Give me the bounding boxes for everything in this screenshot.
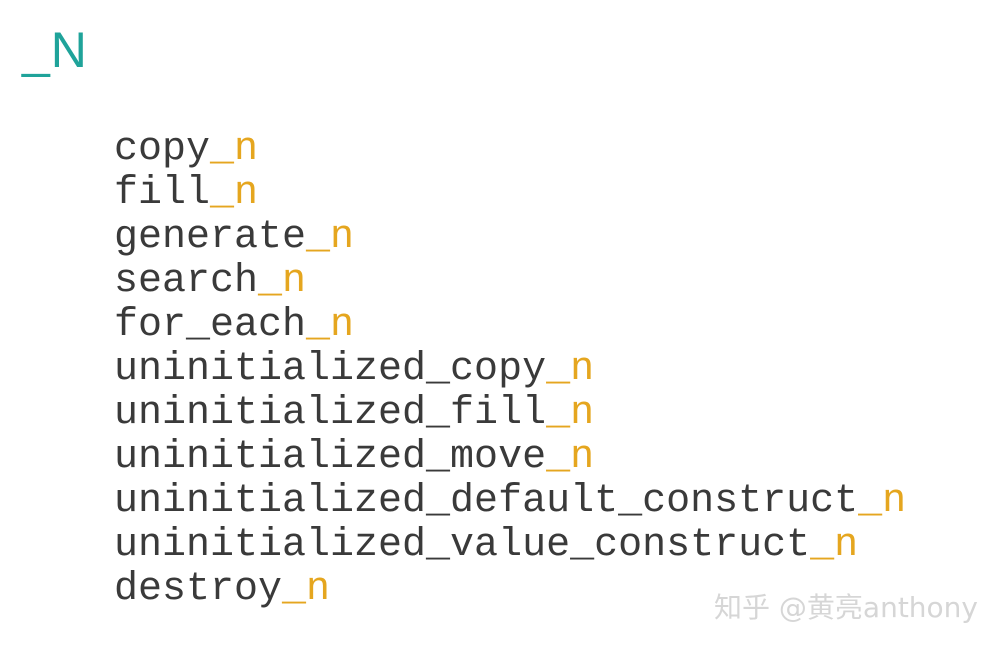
list-item: search_n	[114, 260, 906, 304]
watermark: 知乎 @黄亮anthony	[714, 591, 978, 624]
n-suffix: _n	[282, 567, 331, 612]
n-suffix: _n	[858, 479, 907, 524]
algorithm-name: uninitialized_default_construct	[114, 479, 859, 524]
algorithm-name: copy	[114, 127, 211, 172]
n-suffix: _n	[210, 127, 259, 172]
algorithm-name: search	[114, 259, 259, 304]
algorithm-list: copy_n fill_n generate_n search_n for_ea…	[114, 128, 906, 612]
list-item: generate_n	[114, 216, 906, 260]
list-item: uninitialized_default_construct_n	[114, 480, 906, 524]
algorithm-name: uninitialized_move	[114, 435, 547, 480]
algorithm-name: destroy	[114, 567, 283, 612]
n-suffix: _n	[546, 435, 595, 480]
algorithm-name: for_each	[114, 303, 307, 348]
algorithm-name: generate	[114, 215, 307, 260]
list-item: destroy_n	[114, 568, 906, 612]
list-item: uninitialized_value_construct_n	[114, 524, 906, 568]
n-suffix: _n	[306, 303, 355, 348]
n-suffix: _n	[546, 391, 595, 436]
n-suffix: _n	[306, 215, 355, 260]
n-suffix: _n	[546, 347, 595, 392]
list-item: uninitialized_move_n	[114, 436, 906, 480]
n-suffix: _n	[210, 171, 259, 216]
list-item: copy_n	[114, 128, 906, 172]
list-item: uninitialized_copy_n	[114, 348, 906, 392]
algorithm-name: uninitialized_copy	[114, 347, 547, 392]
n-suffix: _n	[810, 523, 859, 568]
list-item: uninitialized_fill_n	[114, 392, 906, 436]
algorithm-name: uninitialized_value_construct	[114, 523, 811, 568]
list-item: for_each_n	[114, 304, 906, 348]
page-title: _N	[22, 22, 88, 78]
n-suffix: _n	[258, 259, 307, 304]
algorithm-name: uninitialized_fill	[114, 391, 547, 436]
list-item: fill_n	[114, 172, 906, 216]
algorithm-name: fill	[114, 171, 211, 216]
